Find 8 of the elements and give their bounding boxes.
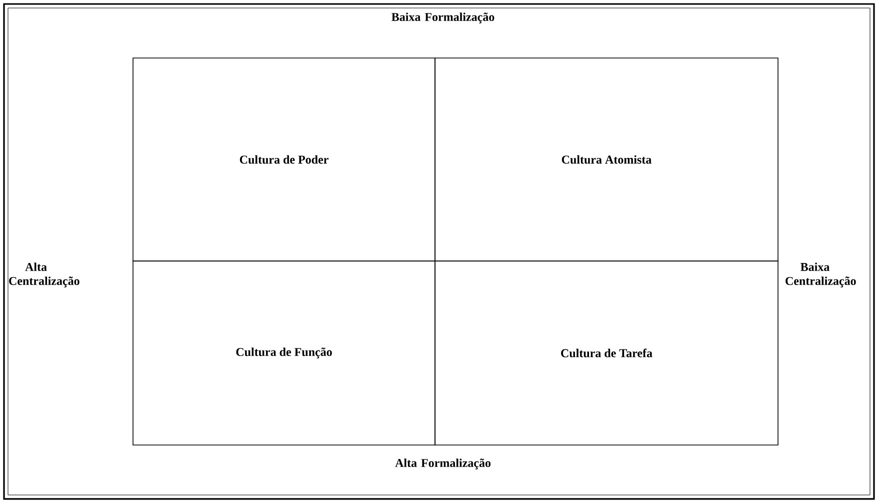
axis-label: Alta Centralização [9, 262, 80, 288]
quadrant-box: Cultura de Tarefa [434, 260, 778, 446]
axis-label: Baixa Centralização [786, 262, 856, 288]
axis-label: Alta Formalização [395, 458, 491, 470]
axis-label: Baixa Formalização [392, 12, 494, 24]
quadrant-box: Cultura Atomista [434, 58, 778, 262]
quadrant-box: Cultura de Função [132, 260, 436, 446]
quadrant-box: Cultura de Poder [132, 58, 436, 262]
